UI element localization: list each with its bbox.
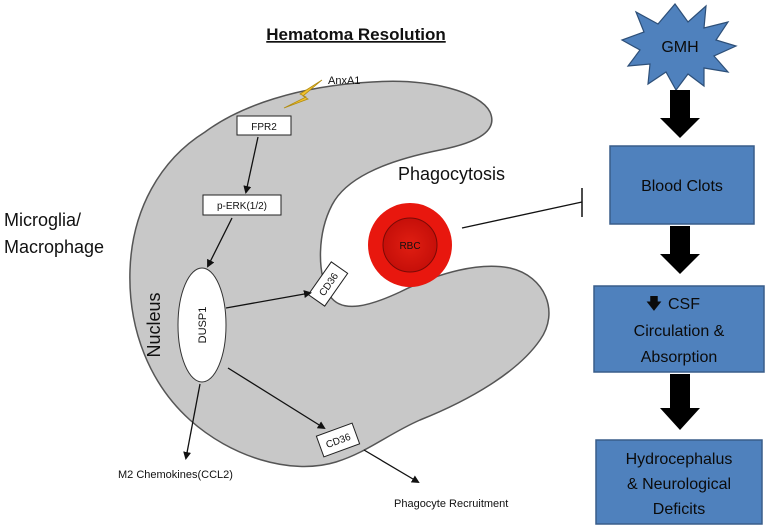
fpr2-box [236,115,292,136]
gmh-label: GMH [661,39,698,56]
rbc-inner [382,217,438,273]
csf-down-icon: 🡇 [646,296,662,313]
dusp1-label: DUSP1 [197,307,209,344]
csf-line1: CSF [668,296,700,313]
arrow-cd36-to-recruitment [363,449,420,484]
recruitment-label: Phagocyte Recruitment [394,498,508,510]
phagocytosis-label: Phagocytosis [398,164,505,184]
csf-line2: Circulation & [634,323,725,340]
diagram-title: Hematoma Resolution [266,25,445,44]
hydro-line1: Hydrocephalus [626,451,733,468]
flow-arrow-2 [660,226,700,274]
arrow-perk-to-nucleus [207,217,233,268]
chemokines-label: M2 Chemokines(CCL2) [118,469,233,481]
hydro-line3: Deficits [653,501,705,518]
arrow-fpr2-to-perk [243,136,259,194]
rbc-label: RBC [399,241,420,252]
nucleus-label: Nucleus [144,292,164,357]
cell-label-line1: Microglia/ [4,210,81,230]
cd36-lower: CD36 [315,422,361,458]
anxa1-label: AnxA1 [328,75,360,87]
perk-label: p-ERK(1/2) [217,201,267,212]
csf-box [593,285,765,373]
microglia-cell-body [129,80,550,468]
inhibition-line [461,201,583,229]
blood-clots-box [609,145,755,225]
cd36-upper: CD36 [307,261,349,307]
arrow-dusp1-to-cd36-upper [225,290,312,309]
nucleus [177,267,227,383]
fpr2-label: FPR2 [251,122,277,133]
flow-arrow-3 [660,374,700,430]
hydro-line2: & Neurological [627,476,731,493]
csf-line3: Absorption [641,349,718,366]
anxa1-lightning-icon [283,79,323,109]
arrow-dusp1-to-cd36-lower [227,367,326,430]
cell-label-line2: Macrophage [4,237,104,257]
hydrocephalus-box [595,439,763,525]
gmh-starburst [620,3,738,92]
blood-clots-label: Blood Clots [641,178,723,195]
perk-box [202,194,282,216]
flow-arrow-1 [660,90,700,138]
arrow-dusp1-to-chemokines [183,383,201,460]
